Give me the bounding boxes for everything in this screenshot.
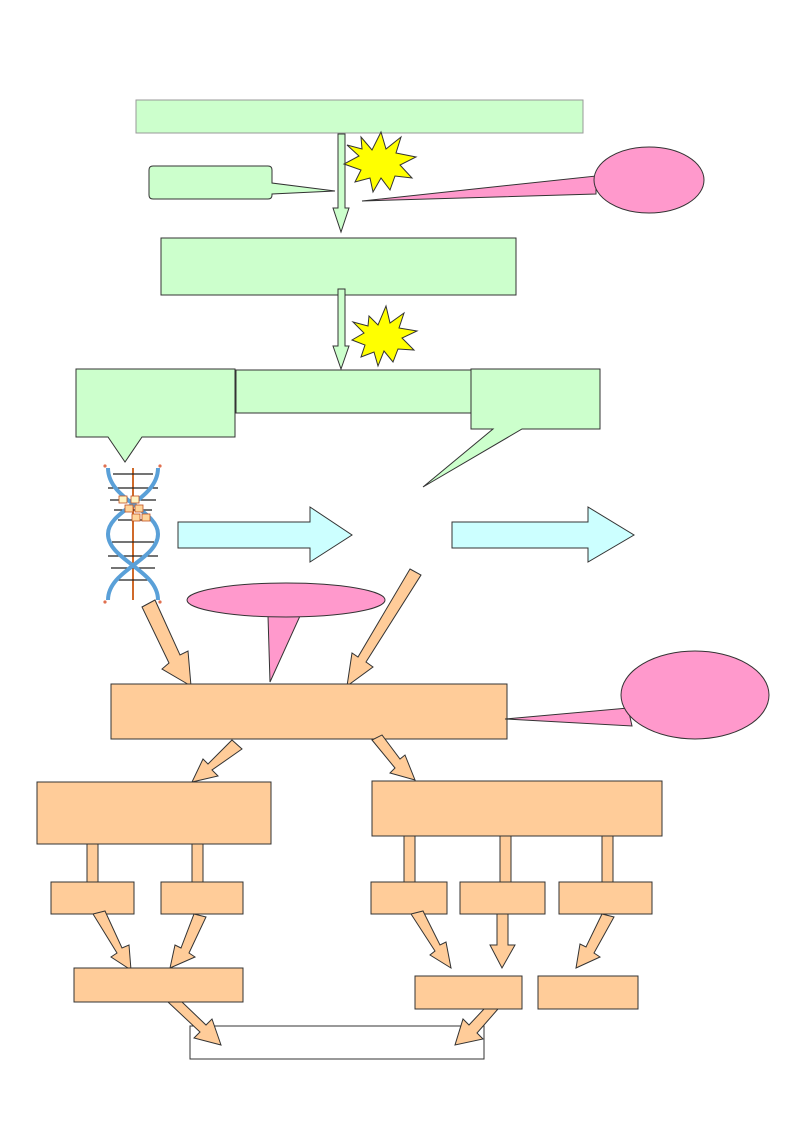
peach-arrow-small3-down bbox=[410, 910, 452, 970]
peach-small-box-3 bbox=[370, 881, 448, 915]
peach-arrow-main-to-right bbox=[371, 734, 416, 781]
peach-small-box-4 bbox=[459, 881, 546, 915]
green-callout-left bbox=[148, 165, 336, 200]
top-title-box bbox=[135, 99, 584, 134]
green-callout-band-left bbox=[75, 368, 236, 463]
peach-arrow-small5-down bbox=[575, 913, 615, 969]
peach-main-box bbox=[110, 683, 508, 740]
peach-arrow-cyan-to-main bbox=[346, 568, 422, 688]
peach-small-box-2 bbox=[160, 881, 244, 915]
peach-right-box bbox=[371, 780, 663, 837]
peach-arrow-bottomright-to-final bbox=[454, 1008, 500, 1046]
down-arrow-1 bbox=[332, 133, 350, 234]
explosion-burst-icon-2 bbox=[350, 304, 419, 368]
peach-arrow-dna-to-main bbox=[141, 599, 192, 687]
peach-bottom-right-box-2 bbox=[537, 975, 639, 1010]
peach-bottom-left-box bbox=[73, 967, 244, 1003]
cyan-arrow-right bbox=[451, 506, 635, 563]
peach-bottom-right-box-1 bbox=[414, 975, 523, 1010]
peach-arrow-main-to-left bbox=[191, 739, 243, 783]
dna-double-helix-icon bbox=[103, 464, 162, 604]
pink-callout-dna bbox=[186, 582, 386, 683]
final-box bbox=[189, 1025, 485, 1060]
peach-small-box-5 bbox=[558, 881, 653, 915]
green-band bbox=[235, 369, 473, 414]
green-middle-box bbox=[160, 237, 517, 296]
pink-balloon-right bbox=[504, 650, 770, 740]
peach-small-box-1 bbox=[50, 881, 135, 915]
peach-arrow-bottomleft-to-final bbox=[166, 1001, 222, 1046]
peach-left-box bbox=[36, 781, 272, 845]
peach-arrow-small4-down bbox=[489, 913, 516, 970]
pink-balloon-top bbox=[361, 146, 705, 214]
green-callout-band-right bbox=[422, 368, 601, 488]
cyan-arrow-left bbox=[177, 506, 353, 563]
down-arrow-2 bbox=[332, 288, 350, 371]
peach-arrow-small1-down bbox=[92, 910, 132, 971]
explosion-burst-icon bbox=[342, 130, 418, 194]
peach-arrow-small2-down bbox=[169, 913, 207, 969]
